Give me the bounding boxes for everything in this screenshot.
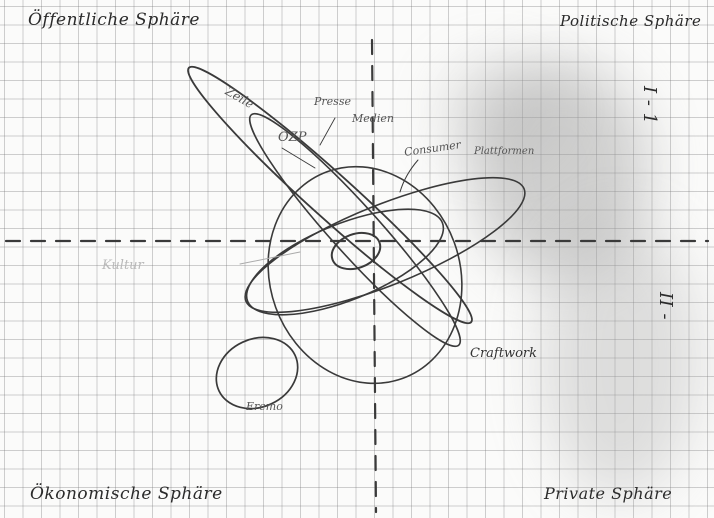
label-eremo: Eremo [246, 400, 283, 413]
annotation-ozp: OZP [278, 130, 306, 145]
annotation-medien: Medien [352, 112, 394, 125]
label-craftwork: Craftwork [470, 346, 537, 361]
quadrant-top-left-label: Öffentliche Sphäre [28, 10, 200, 30]
pointer-presse [320, 118, 335, 145]
annotation-right-bottom: II - [655, 292, 676, 320]
vertical-axis [372, 40, 376, 512]
quadrant-top-right-label: Politische Sphäre [560, 12, 701, 30]
annotation-presse: Presse [314, 95, 351, 108]
quadrant-bottom-left-label: Ökonomische Sphäre [30, 484, 223, 504]
quadrant-bottom-right-label: Private Sphäre [544, 484, 672, 503]
annotation-plattformen: Plattformen [474, 146, 534, 157]
label-kultur: Kultur [102, 258, 144, 273]
ellipse-consumer [233, 187, 456, 336]
annotation-right-top: I - 1 [639, 86, 660, 125]
ellipse-core [327, 226, 386, 275]
ellipse-presse [233, 99, 476, 361]
